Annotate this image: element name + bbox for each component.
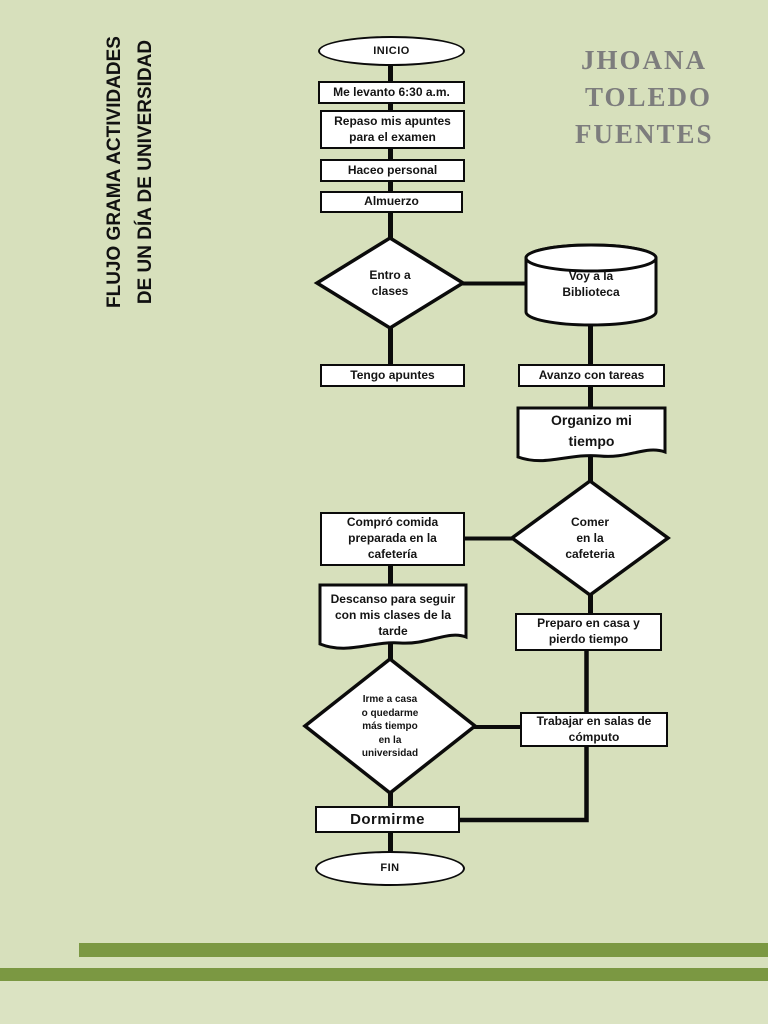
decision-stay-diamond xyxy=(302,656,478,796)
connector-prepare-computer-sleep-elbow xyxy=(458,648,589,823)
end-terminator: FIN xyxy=(315,851,465,886)
bottom-stripe-lower xyxy=(0,968,768,981)
step-lunch: Almuerzo xyxy=(320,191,463,213)
library-cylinder xyxy=(524,243,658,327)
author-line-2: TOLEDO xyxy=(585,82,713,112)
decision-stay-label: Irme a casa o quedarme más tiempo en la … xyxy=(361,694,419,760)
decision-classes-label: Entro a clases xyxy=(369,267,411,298)
author-line-3: FUENTES xyxy=(575,119,714,149)
rest-document-shape xyxy=(318,583,468,650)
author-name: JHOANA TOLEDO FUENTES xyxy=(575,42,714,153)
decision-eat-diamond xyxy=(509,478,671,598)
step-sleep: Dormirme xyxy=(315,806,460,833)
step-review-notes: Repaso mis apuntes para el examen xyxy=(320,110,465,149)
bottom-stripe-upper xyxy=(79,943,768,957)
horizontal-connectors xyxy=(458,281,589,823)
decision-eat-label: Comer en la cafeteria xyxy=(565,514,615,562)
library-cylinder-top xyxy=(524,243,658,273)
bottom-footer-area xyxy=(0,981,768,1024)
step-personal-hygiene: Haceo personal xyxy=(320,159,465,182)
start-terminator: INICIO xyxy=(318,36,465,66)
step-have-notes: Tengo apuntes xyxy=(320,364,465,387)
rest-document-label: Descanso para seguir con mis clases de l… xyxy=(330,591,456,639)
step-advance-tasks: Avanzo con tareas xyxy=(518,364,665,387)
author-line-1: JHOANA xyxy=(581,45,707,75)
library-cylinder-label: Voy a la Biblioteca xyxy=(562,268,620,299)
step-wake-up: Me levanto 6:30 a.m. xyxy=(318,81,465,104)
step-buy-food: Compró comida preparada en la cafetería xyxy=(320,512,465,566)
organize-document-shape xyxy=(516,406,667,463)
step-computer-rooms: Trabajar en salas de cómputo xyxy=(520,712,668,747)
step-prepare-at-home: Preparo en casa y pierdo tiempo xyxy=(515,613,662,651)
organize-document-label: Organizo mi tiempo xyxy=(551,412,632,449)
decision-classes-diamond xyxy=(313,235,467,331)
